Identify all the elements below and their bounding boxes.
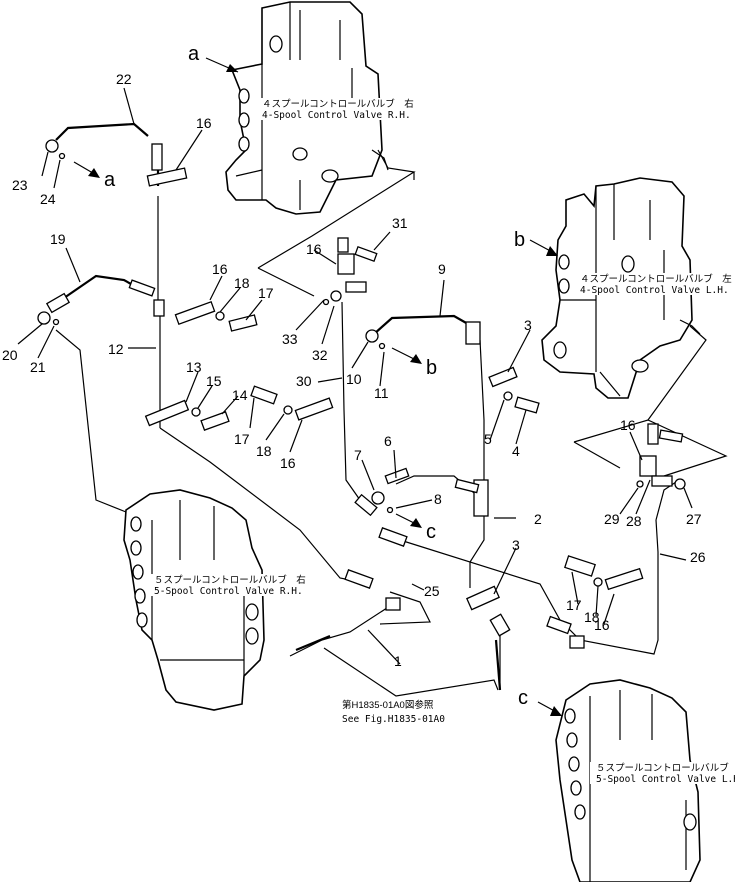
callout-20: 20 — [2, 347, 18, 363]
callout-1: 1 — [394, 653, 402, 669]
valve-label-4spool-rh: ４スプールコントロールバルブ 右 4-Spool Control Valve R… — [256, 98, 414, 121]
callout-26: 26 — [690, 549, 706, 565]
callout-numbers: 22 16 23 24 19 20 21 12 16 18 17 13 15 1… — [2, 71, 706, 669]
valve-label-jp: ４スプールコントロールバルブ 右 — [262, 98, 414, 110]
valve-label-en: 5-Spool Control Valve L.H. — [596, 774, 735, 785]
flow-arrows — [73, 57, 562, 716]
valve-label-jp: ４スプールコントロールバルブ 左 — [580, 273, 732, 285]
callout-18: 18 — [256, 443, 272, 459]
callout-16: 16 — [306, 241, 322, 257]
marker-b-top: b — [514, 229, 525, 251]
marker-a-flow: a — [104, 169, 116, 191]
reference-en: See Fig.H1835-01A0 — [342, 714, 445, 725]
callout-28: 28 — [626, 513, 642, 529]
fittings — [37, 139, 686, 649]
callout-16: 16 — [280, 455, 296, 471]
reference-jp: 第H1835-01A0図参照 — [342, 699, 434, 711]
callout-23: 23 — [12, 177, 28, 193]
callout-17: 17 — [566, 597, 582, 613]
callout-16: 16 — [594, 617, 610, 633]
callout-8: 8 — [434, 491, 442, 507]
callout-11: 11 — [374, 385, 389, 401]
callout-33: 33 — [282, 331, 298, 347]
marker-b-flow: b — [426, 357, 437, 379]
callout-17: 17 — [258, 285, 274, 301]
callout-16: 16 — [620, 417, 636, 433]
callout-16: 16 — [196, 115, 212, 131]
callout-31: 31 — [392, 215, 408, 231]
callout-3: 3 — [512, 537, 520, 553]
valve-label-en: 4-Spool Control Valve L.H. — [580, 285, 729, 296]
callout-19: 19 — [50, 231, 66, 247]
callout-29: 29 — [604, 511, 620, 527]
leader-lines — [17, 87, 693, 665]
callout-15: 15 — [206, 373, 222, 389]
marker-c-top: c — [518, 687, 528, 709]
callout-6: 6 — [384, 433, 392, 449]
callout-13: 13 — [186, 359, 202, 375]
valve-label-en: 4-Spool Control Valve R.H. — [262, 110, 411, 121]
callout-14: 14 — [232, 387, 248, 403]
valve-label-4spool-lh: ４スプールコントロールバルブ 左 4-Spool Control Valve L… — [574, 273, 732, 296]
callout-9: 9 — [438, 261, 446, 277]
callout-7: 7 — [354, 447, 362, 463]
valve-label-5spool-lh: ５スプールコントロールバルブ 左 5-Spool Control Valve L… — [590, 762, 735, 785]
callout-32: 32 — [312, 347, 328, 363]
valve-label-jp: ５スプールコントロールバルブ 左 — [596, 762, 735, 774]
callout-2: 2 — [534, 511, 542, 527]
callout-25: 25 — [424, 583, 440, 599]
valve-label-5spool-rh: ５スプールコントロールバルブ 右 5-Spool Control Valve R… — [148, 574, 306, 597]
marker-a-top: a — [188, 43, 200, 65]
direction-markers: a a b b c c — [104, 43, 528, 709]
callout-18: 18 — [584, 609, 600, 625]
callout-24: 24 — [40, 191, 56, 207]
figure-reference: 第H1835-01A0図参照 See Fig.H1835-01A0 — [342, 699, 445, 725]
callout-3: 3 — [524, 317, 532, 333]
valve-label-jp: ５スプールコントロールバルブ 右 — [154, 574, 306, 586]
callout-27: 27 — [686, 511, 702, 527]
valve-label-en: 5-Spool Control Valve R.H. — [154, 586, 303, 597]
callout-30: 30 — [296, 373, 312, 389]
callout-10: 10 — [346, 371, 362, 387]
callout-22: 22 — [116, 71, 132, 87]
callout-18: 18 — [234, 275, 250, 291]
callout-12: 12 — [108, 341, 124, 357]
callout-4: 4 — [512, 443, 520, 459]
callout-21: 21 — [30, 359, 46, 375]
valve-5spool-rh — [123, 489, 265, 711]
callout-17: 17 — [234, 431, 250, 447]
callout-16: 16 — [212, 261, 228, 277]
marker-c-flow: c — [426, 521, 436, 543]
callout-5: 5 — [484, 431, 492, 447]
